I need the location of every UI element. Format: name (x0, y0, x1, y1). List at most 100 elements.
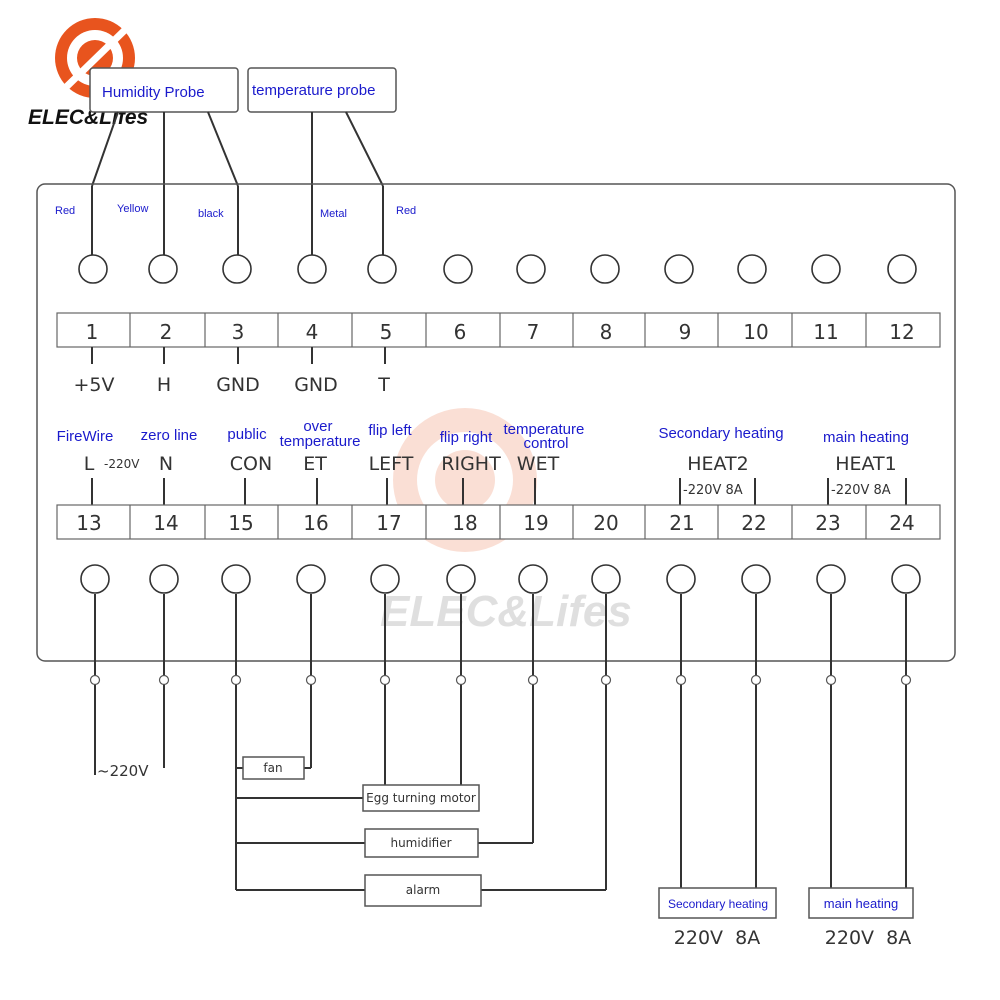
main-heating-box (808, 887, 914, 919)
screw-terminal-20 (591, 564, 621, 594)
bottom-terminal-numbers: 13 14 15 16 17 18 19 20 21 22 23 24 (76, 511, 914, 535)
terminal-13-code: L (84, 453, 95, 475)
top-terminal-strip (56, 312, 941, 348)
screw-terminal-7 (516, 254, 546, 284)
terminal-5-label: T (377, 374, 390, 396)
terminal-16-code: ET (303, 453, 327, 475)
screw-terminal-10 (737, 254, 767, 284)
watermark-text: ELEC&Lifes (380, 587, 632, 636)
wire-color-metal: Metal (320, 208, 347, 220)
secondary-heating-rating: 220V 8A (674, 927, 760, 949)
wire-color-black: black (198, 208, 224, 220)
wire-color-red-2: Red (396, 205, 416, 217)
junction-dot (527, 674, 539, 686)
terminal-number-11: 11 (813, 320, 838, 344)
terminal-18-code: RIGHT (441, 453, 501, 475)
terminal-number-21: 21 (669, 511, 694, 535)
top-terminal-numbers: 1 2 3 4 5 6 7 8 9 10 11 12 (86, 320, 915, 344)
top-strip-dividers (129, 313, 867, 347)
screw-terminal-12 (887, 254, 917, 284)
screw-terminal-23 (816, 564, 846, 594)
screw-terminal-6 (443, 254, 473, 284)
fan-box (242, 756, 305, 780)
secondary-heating-box (658, 887, 777, 919)
bottom-label-ticks (91, 478, 536, 505)
terminal-17-code: LEFT (369, 453, 414, 475)
junction-dot (230, 674, 242, 686)
fan-label: fan (263, 761, 282, 775)
terminal-number-15: 15 (228, 511, 253, 535)
terminal-2-label: H (157, 374, 171, 396)
screw-terminal-1 (78, 254, 108, 284)
terminal-number-6: 6 (454, 320, 467, 344)
terminal-number-20: 20 (593, 511, 618, 535)
bottom-strip-dividers (129, 505, 867, 539)
terminal-number-7: 7 (527, 320, 540, 344)
screw-terminal-19 (518, 564, 548, 594)
screw-terminal-14 (149, 564, 179, 594)
humidifier-label: humidifier (390, 836, 451, 850)
screw-terminal-22 (741, 564, 771, 594)
terminal-number-17: 17 (376, 511, 401, 535)
terminal-number-10: 10 (743, 320, 768, 344)
temperature-probe-label: temperature probe (252, 82, 375, 99)
junction-dot (600, 674, 612, 686)
humidifier-box (364, 828, 479, 858)
terminal-number-12: 12 (889, 320, 914, 344)
terminal-number-8: 8 (600, 320, 613, 344)
wire-color-red: Red (55, 205, 75, 217)
terminal-19-code: WET (517, 453, 560, 475)
screw-terminal-5 (367, 254, 397, 284)
junction-dot (89, 674, 101, 686)
screw-terminal-15 (221, 564, 251, 594)
secondary-heating-label: Secondary heating (668, 897, 768, 911)
screw-terminal-11 (811, 254, 841, 284)
junction-dot (158, 674, 170, 686)
junction-dot (750, 674, 762, 686)
terminal-number-14: 14 (153, 511, 178, 535)
terminal-17-description: flip left (368, 422, 412, 439)
terminal-number-9: 9 (679, 320, 692, 344)
main-heating-label: main heating (824, 896, 898, 911)
main-heating-rating: 220V 8A (825, 927, 911, 949)
terminal-number-2: 2 (160, 320, 173, 344)
terminal-number-3: 3 (232, 320, 245, 344)
screw-terminal-18 (446, 564, 476, 594)
screw-terminal-8 (590, 254, 620, 284)
heat2-rating: -220V 8A (683, 483, 743, 498)
top-screws (78, 254, 917, 284)
heat2-description: Secondary heating (658, 425, 783, 442)
junction-dot (305, 674, 317, 686)
terminal-number-24: 24 (889, 511, 914, 535)
screw-terminal-2 (148, 254, 178, 284)
junction-dot (379, 674, 391, 686)
alarm-box (364, 874, 482, 907)
top-label-ticks (91, 347, 386, 364)
junction-dot (455, 674, 467, 686)
bottom-screws (80, 564, 921, 594)
bottom-terminal-strip (56, 504, 941, 540)
temperature-probe-box (247, 67, 397, 113)
voltage-note: -220V (104, 457, 140, 471)
terminal-number-5: 5 (380, 320, 393, 344)
heat1-code: HEAT1 (835, 453, 897, 475)
junction-dot (675, 674, 687, 686)
screw-terminal-9 (664, 254, 694, 284)
screw-terminal-16 (296, 564, 326, 594)
heat-rating-brackets (679, 478, 907, 505)
screw-terminal-21 (666, 564, 696, 594)
alarm-label: alarm (406, 883, 440, 897)
terminal-15-description: public (227, 426, 267, 443)
screw-terminal-4 (297, 254, 327, 284)
terminal-1-label: +5V (73, 374, 114, 396)
heat1-description: main heating (823, 429, 909, 446)
supply-label: ~220V (97, 762, 149, 780)
terminal-number-22: 22 (741, 511, 766, 535)
screw-terminal-13 (80, 564, 110, 594)
terminal-18-description: flip right (440, 429, 493, 446)
terminal-number-4: 4 (306, 320, 319, 344)
terminal-number-23: 23 (815, 511, 840, 535)
junction-dot (825, 674, 837, 686)
controller-body (36, 183, 956, 662)
external-wires (94, 594, 907, 891)
